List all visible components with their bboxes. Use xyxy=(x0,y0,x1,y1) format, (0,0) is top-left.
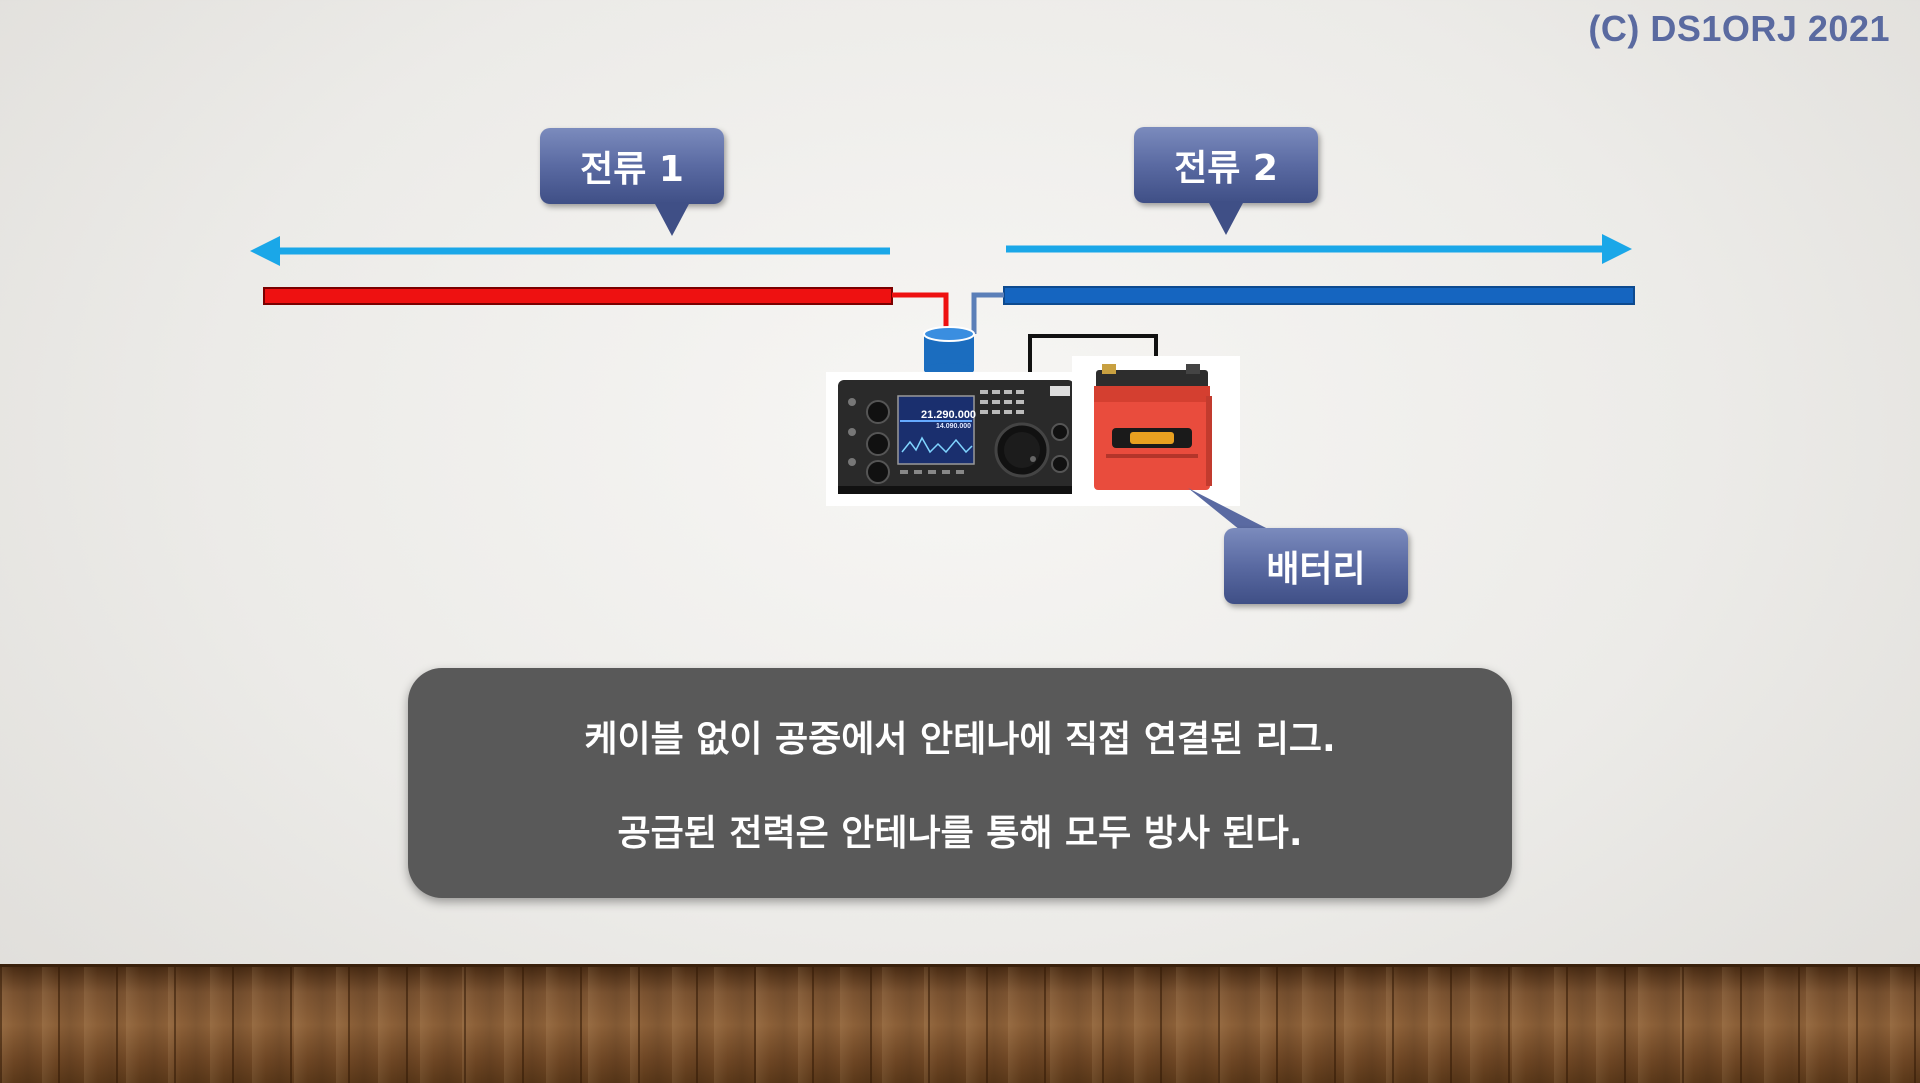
copyright-text: (C) DS1ORJ 2021 xyxy=(1588,8,1890,49)
battery-label-text: 배터리 xyxy=(1266,549,1366,590)
current-1-label: 전류 1 xyxy=(540,128,724,236)
feed-connector xyxy=(923,326,975,377)
radio-frequency-main: 21.290.000 xyxy=(921,409,977,421)
explanation-line-2: 공급된 전력은 안테나를 통해 모두 방사 된다. xyxy=(617,813,1303,854)
right-antenna-element xyxy=(1003,286,1635,305)
current-2-label: 전류 2 xyxy=(1134,127,1318,235)
battery-image xyxy=(1072,356,1240,506)
radio-transceiver: 21.290.000 14.090.000 xyxy=(826,372,1084,506)
explanation-box: 케이블 없이 공중에서 안테나에 직접 연결된 리그. 공급된 전력은 안테나를… xyxy=(408,668,1512,898)
right-feed-wire xyxy=(971,292,1004,334)
wooden-floor xyxy=(0,964,1920,1083)
battery-pointer xyxy=(1188,488,1270,530)
explanation-line-1: 케이블 없이 공중에서 안테나에 직접 연결된 리그. xyxy=(584,719,1336,760)
left-feed-wire xyxy=(892,292,949,334)
battery-cable xyxy=(1028,334,1158,372)
current-2-pointer xyxy=(1208,201,1244,235)
current-2-arrow xyxy=(1006,234,1632,264)
current-1-label-text: 전류 1 xyxy=(580,149,684,190)
radio-frequency-sub: 14.090.000 xyxy=(936,423,972,430)
left-antenna-element xyxy=(263,287,893,305)
battery-label: 배터리 xyxy=(1224,528,1408,604)
current-2-label-text: 전류 2 xyxy=(1174,148,1278,189)
current-1-pointer xyxy=(654,202,690,236)
current-1-arrow xyxy=(250,236,890,266)
